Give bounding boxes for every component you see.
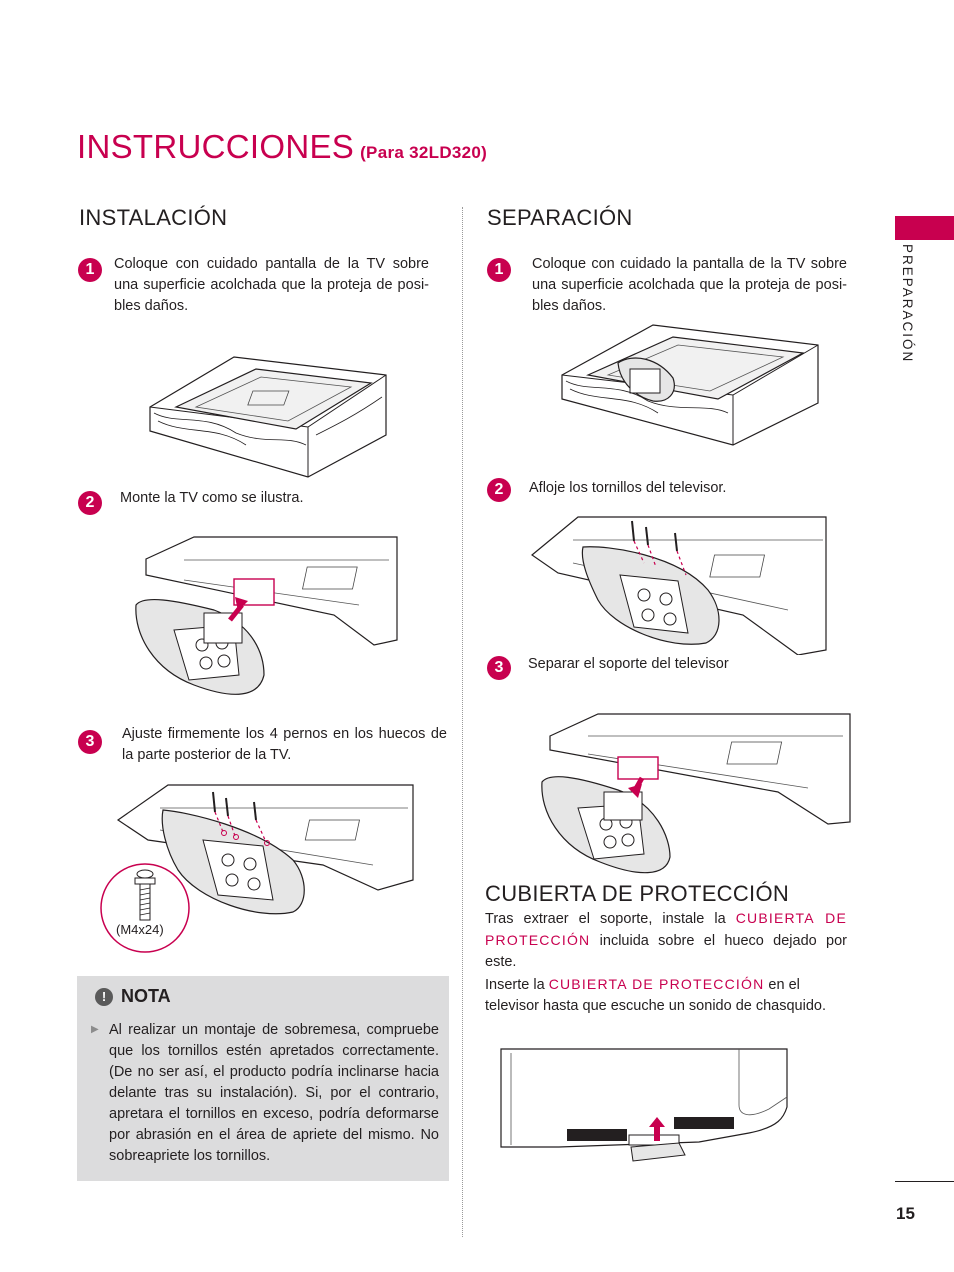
footer-rule: [895, 1181, 954, 1182]
note-heading: NOTA: [121, 986, 171, 1006]
column-divider: [462, 207, 463, 1237]
stand-removal-illustration: [541, 713, 851, 874]
page-title-main: INSTRUCCIONES: [77, 128, 355, 165]
stand-mount-illustration: [135, 536, 398, 695]
removal-step-2-text: Afloje los tornillos del televisor.: [529, 480, 727, 496]
install-heading: INSTALACIÓN: [79, 205, 228, 230]
cover-heading: CUBIERTA DE PROTECCIÓN: [485, 881, 790, 906]
tv-on-cushion-illustration: [149, 356, 387, 478]
install-step-3-text: Ajuste firmemente los 4 pernos en los hu…: [122, 726, 447, 763]
removal-step-3-number: 3: [487, 656, 511, 680]
install-step-2-number: 2: [78, 491, 102, 515]
install-step-3-number: 3: [78, 730, 102, 754]
note-box: [77, 976, 449, 1181]
triangle-bullet-icon: ▶: [91, 1024, 99, 1035]
removal-step-3-text: Separar el soporte del televisor: [528, 656, 729, 672]
cover-paragraph-2: Inserte la CUBIERTA DE PROTECCIÓN en el …: [485, 976, 826, 1014]
removal-step-1-text: Coloque con cuidado la pantalla de la TV…: [532, 256, 847, 314]
install-step-2-text: Monte la TV como se ilustra.: [120, 490, 304, 506]
protection-cover-illustration: [500, 1048, 788, 1162]
tv-with-stand-on-cushion-illustration: [561, 324, 819, 446]
note-text: Al realizar un montaje de sobremesa, com…: [109, 1022, 439, 1164]
screw-detail-icon: [100, 863, 190, 953]
install-step-1-text: Coloque con cuidado pantalla de la TV so…: [114, 256, 429, 314]
removal-heading: SEPARACIÓN: [487, 205, 633, 230]
section-tab: [895, 216, 954, 240]
page-title: INSTRUCCIONES (Para 32LD320): [77, 128, 487, 166]
page-title-model: (Para 32LD320): [360, 143, 488, 162]
page-number: 15: [896, 1204, 915, 1223]
removal-step-1-number: 1: [487, 258, 511, 282]
section-tab-label: PREPARACIÓN: [900, 244, 915, 364]
install-step-1-number: 1: [78, 258, 102, 282]
screw-tightening-illustration: [116, 784, 414, 915]
exclamation-icon: !: [95, 988, 113, 1006]
screw-size-label: (M4x24): [116, 922, 164, 937]
removal-step-2-number: 2: [487, 478, 511, 502]
screw-loosening-illustration: [531, 516, 827, 655]
cover-paragraph-1: Tras extraer el soporte, instale la CUBI…: [485, 910, 847, 970]
